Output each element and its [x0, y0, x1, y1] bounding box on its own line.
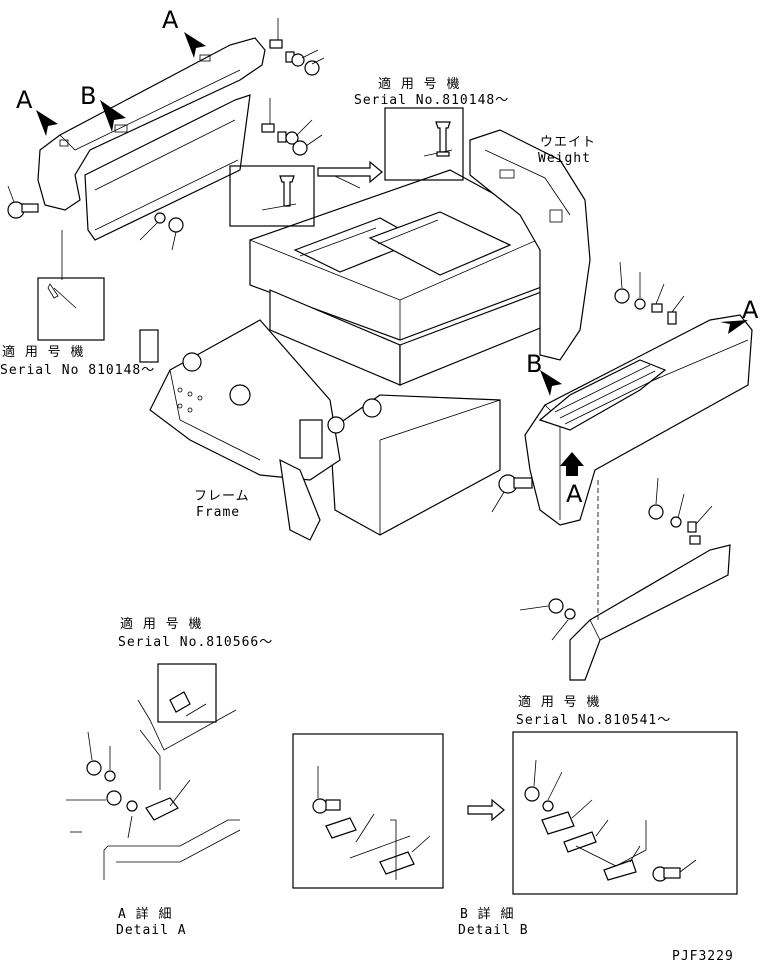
inset-box-top — [384, 107, 464, 181]
serial-title-detail-b: 適 用 号 機 — [518, 694, 600, 710]
fastener-set-mid-right — [648, 477, 713, 545]
serial-no-top: Serial No.810148～ — [354, 93, 509, 108]
knob-bolt-right — [491, 474, 533, 513]
pointer-arrow-detail-b — [467, 798, 505, 822]
label-b-left: B — [80, 82, 96, 110]
serial-title-left: 適 用 号 機 — [2, 344, 84, 360]
counterweight — [469, 129, 591, 361]
weight-label-en: Weight — [538, 151, 591, 166]
right-lower-cover — [569, 544, 731, 681]
frame-label-en: Frame — [196, 505, 240, 520]
label-b-right: B — [526, 350, 542, 378]
fastener-set-upper-right — [614, 261, 685, 325]
detail-b-current — [292, 733, 444, 889]
serial-title-detail-a: 適 用 号 機 — [120, 616, 202, 632]
label-a-bottom-right: A — [566, 480, 583, 508]
drawing-code: PJF3229 — [672, 949, 734, 962]
view-arrow-b-left — [100, 100, 126, 132]
frame-label-jp: フレーム — [194, 489, 250, 504]
left-side-cover — [37, 37, 266, 241]
knob-bolt-left — [7, 185, 39, 219]
label-a-top: A — [162, 6, 179, 34]
fastener-set-lower-left — [139, 212, 184, 251]
frame-body — [139, 169, 561, 541]
view-arrow-b-right — [540, 370, 562, 396]
serial-title-top: 適 用 号 機 — [378, 76, 460, 92]
view-arrow-a-left — [36, 110, 58, 136]
weight-label-jp: ウエイト — [540, 135, 596, 150]
fastener-set-middle-left — [261, 98, 323, 156]
inset-box-left — [37, 230, 105, 341]
fastener-set-upper-left — [269, 18, 325, 76]
detail-b-serial — [512, 731, 738, 895]
pointer-arrow-top — [317, 160, 383, 184]
view-arrow-a-top — [184, 32, 206, 58]
detail-a-label-jp: A 詳 細 — [118, 906, 172, 922]
step-plate-holes — [554, 364, 661, 425]
view-arrow-a-up — [560, 452, 584, 476]
serial-no-detail-b: Serial No.810541～ — [516, 713, 671, 728]
serial-no-left: Serial No 810148～ — [0, 363, 155, 378]
label-a-right: A — [742, 296, 759, 324]
fastener-set-lower-right — [519, 598, 576, 641]
detail-b-label-en: Detail B — [458, 923, 529, 938]
detail-a-label-en: Detail A — [116, 923, 187, 938]
right-side-cover — [524, 314, 753, 526]
detail-a — [66, 663, 241, 880]
detail-b-label-jp: B 詳 細 — [460, 906, 514, 922]
view-arrow-a-right — [720, 320, 748, 334]
label-a-left: A — [16, 86, 33, 114]
serial-no-detail-a: Serial No.810566～ — [118, 635, 273, 650]
